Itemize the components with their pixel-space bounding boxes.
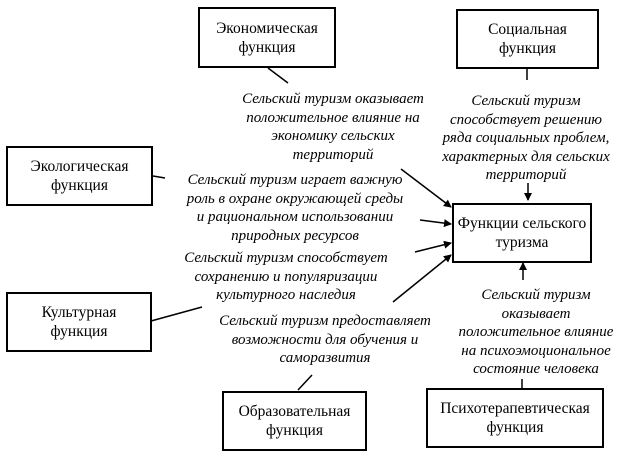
social-desc-line: ряда социальных проблем, <box>442 130 610 146</box>
psychotherapeutic-desc-line: состояние человека <box>473 361 599 377</box>
cultural-desc-line: сохранению и популяризации <box>194 268 378 285</box>
educational-description: Сельский туризм предоставляет возможност… <box>206 312 444 368</box>
social-desc-line: территорий <box>485 167 567 183</box>
arrow-cultural-to-center <box>414 240 452 253</box>
psychotherapeutic-description: Сельский туризм оказывает положительное … <box>448 286 624 379</box>
ecological-desc-line: и рациональном использовании <box>196 209 394 225</box>
educational-function-box: Образовательная функция <box>222 391 367 451</box>
economic-description: Сельский туризм оказывает положительное … <box>216 90 450 164</box>
psychotherapeutic-function-subtitle: функция <box>486 419 544 436</box>
center-box: Функции сельского туризма <box>452 203 592 263</box>
social-desc-line: способствует решению <box>450 111 602 128</box>
social-function-subtitle: функция <box>499 40 556 57</box>
psychotherapeutic-desc-line: положительное влияние <box>458 324 614 340</box>
psychotherapeutic-desc-line: Сельский туризм <box>481 287 591 303</box>
ecological-function-subtitle: функция <box>51 177 108 194</box>
educational-desc-line: Сельский туризм предоставляет <box>219 313 431 329</box>
cultural-function-subtitle: функция <box>50 323 108 340</box>
economic-function-subtitle: функция <box>238 38 296 56</box>
connector-educational <box>297 374 313 391</box>
social-function-title: Социальная <box>488 21 567 38</box>
economic-desc-line: экономику сельских <box>271 128 395 144</box>
social-description: Сельский туризм способствует решению ряд… <box>428 92 624 185</box>
social-function-box: Социальная функция <box>456 9 599 69</box>
ecological-description: Сельский туризм играет важную роль в охр… <box>170 171 420 245</box>
ecological-desc-line: природных ресурсов <box>231 227 359 244</box>
center-title: Функции сельского <box>457 215 587 232</box>
economic-desc-line: положительное влияние на <box>246 109 420 126</box>
center-subtitle: туризма <box>495 234 549 251</box>
connector-ecological <box>152 175 166 179</box>
psychotherapeutic-function-box: Психотерапевтическая функция <box>426 388 604 448</box>
ecological-desc-line: роль в охране окружающей среды <box>186 190 404 207</box>
social-desc-line: Сельский туризм <box>471 93 581 109</box>
psychotherapeutic-desc-line: оказывает <box>501 305 571 322</box>
connector-cultural <box>150 306 203 322</box>
educational-function-subtitle: функция <box>266 422 323 439</box>
educational-function-title: Образовательная <box>238 403 351 420</box>
psychotherapeutic-desc-line: на психоэмоциональное <box>461 342 611 359</box>
arrow-educational-to-center <box>392 254 452 303</box>
arrow-ecological-to-center <box>419 219 452 228</box>
cultural-desc-line: культурного наследия <box>216 287 356 303</box>
economic-desc-line: Сельский туризм оказывает <box>242 91 424 107</box>
ecological-function-box: Экологическая функция <box>6 146 153 206</box>
cultural-function-box: Культурная функция <box>6 292 152 352</box>
arrow-economic-to-center <box>400 168 452 208</box>
psychotherapeutic-function-title: Психотерапевтическая <box>440 400 590 417</box>
connector-economic <box>267 67 289 84</box>
economic-desc-line: территорий <box>292 146 374 163</box>
cultural-desc-line: Сельский туризм способствует <box>184 250 388 266</box>
educational-desc-line: саморазвития <box>279 350 371 366</box>
social-desc-line: характерных для сельских <box>442 148 610 165</box>
economic-function-title: Экономическая <box>216 19 318 37</box>
educational-desc-line: возможности для обучения и <box>231 331 419 348</box>
ecological-desc-line: Сельский туризм играет важную <box>187 172 403 188</box>
ecological-function-title: Экологическая <box>30 158 129 175</box>
cultural-description: Сельский туризм способствует сохранению … <box>168 249 404 305</box>
cultural-function-title: Культурная <box>41 304 117 321</box>
